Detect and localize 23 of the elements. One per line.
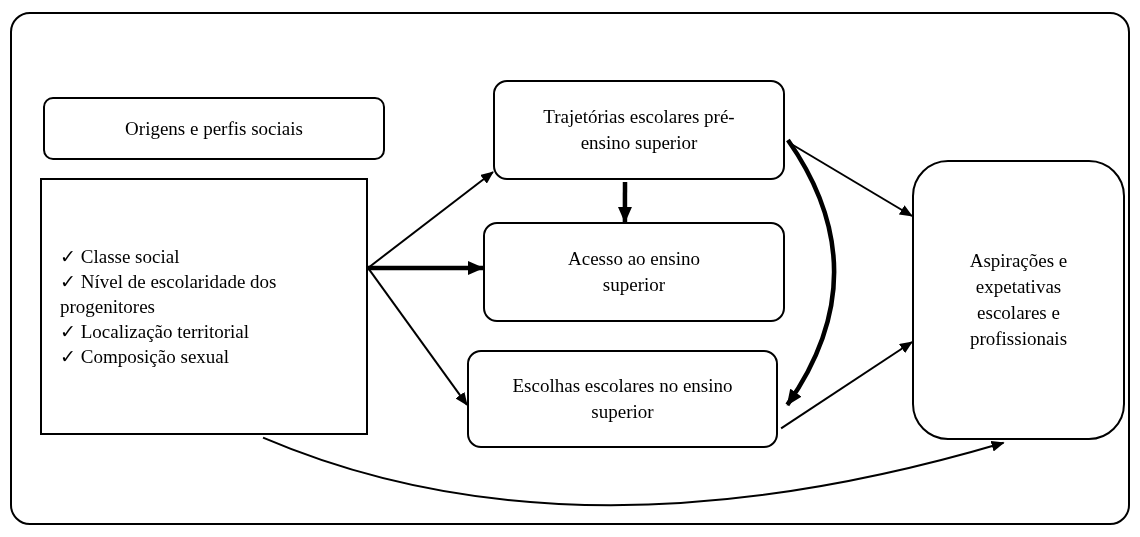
list-item: ✓ Nível de escolaridade dos progenitores — [60, 270, 278, 319]
outcome-box — [912, 160, 1125, 440]
heading-box — [43, 97, 385, 160]
box-label: Acesso ao ensino superior — [567, 247, 701, 297]
list-item: ✓ Composição sexual — [60, 345, 231, 369]
checklist-box — [40, 178, 368, 435]
list-item: ✓ Classe social — [60, 245, 181, 269]
box-label: Trajetórias escolares pré-ensino superior — [542, 105, 736, 155]
arrow — [617, 182, 632, 223]
process-box — [467, 350, 778, 448]
arrow — [367, 171, 494, 269]
arrow — [785, 138, 837, 407]
box-label: Aspirações e expetativas escolares e profissionais — [968, 249, 1069, 351]
box-label: Escolhas escolares no ensino superior — [511, 374, 734, 424]
list-item: ✓ Localização territorial — [60, 320, 250, 344]
arrow — [780, 341, 913, 430]
arrow — [368, 261, 484, 275]
arrow — [786, 141, 913, 217]
arrow — [262, 436, 1005, 507]
process-box — [493, 80, 785, 180]
process-box — [483, 222, 785, 322]
diagram-frame — [10, 12, 1130, 525]
box-label: Origens e perfis sociais — [125, 116, 303, 141]
